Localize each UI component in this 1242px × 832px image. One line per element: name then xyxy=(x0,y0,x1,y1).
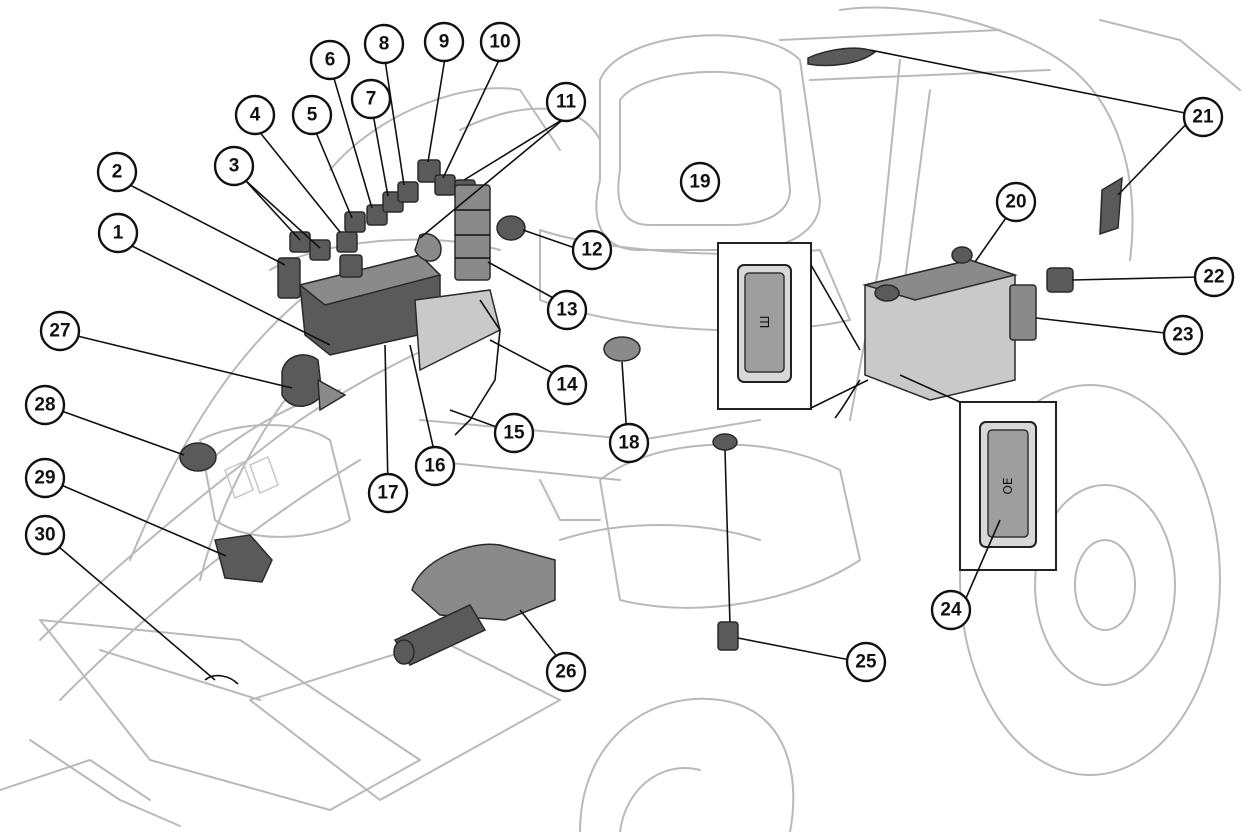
callout-3: 3 xyxy=(213,145,255,187)
callout-2: 2 xyxy=(96,151,138,193)
callout-9: 9 xyxy=(423,21,465,63)
callout-19: 19 xyxy=(679,161,721,203)
svg-text:26: 26 xyxy=(555,662,576,683)
callout-25: 25 xyxy=(845,641,887,683)
svg-text:30: 30 xyxy=(34,525,55,546)
callout-14: 14 xyxy=(546,364,588,406)
connector-22-part xyxy=(1046,267,1074,293)
svg-text:28: 28 xyxy=(34,395,55,416)
svg-text:16: 16 xyxy=(424,456,445,477)
callout-17: 17 xyxy=(367,472,409,514)
svg-text:5: 5 xyxy=(307,105,318,126)
svg-text:7: 7 xyxy=(366,89,377,110)
callout-1: 1 xyxy=(97,212,139,254)
svg-text:29: 29 xyxy=(34,468,55,489)
svg-text:17: 17 xyxy=(377,483,398,504)
svg-text:6: 6 xyxy=(325,50,336,71)
callout-21: 21 xyxy=(1182,96,1224,138)
light-21-side-part xyxy=(1099,176,1123,236)
callout-6: 6 xyxy=(309,39,351,81)
svg-text:19: 19 xyxy=(689,172,710,193)
relay-block-part xyxy=(454,184,491,281)
callout-22: 22 xyxy=(1193,256,1235,298)
callout-30: 30 xyxy=(24,514,66,556)
callout-18: 18 xyxy=(608,422,650,464)
svg-text:4: 4 xyxy=(250,105,261,126)
svg-text:10: 10 xyxy=(489,32,510,53)
callout-23: 23 xyxy=(1162,314,1204,356)
svg-text:18: 18 xyxy=(618,433,639,454)
connector-12-part xyxy=(496,215,526,241)
callout-26: 26 xyxy=(545,651,587,693)
leader-lines xyxy=(44,49,1201,681)
components xyxy=(179,47,1123,685)
switch-24-label: OE xyxy=(1001,477,1015,494)
fuse-holder-part xyxy=(277,257,301,299)
svg-text:3: 3 xyxy=(229,156,240,177)
svg-text:27: 27 xyxy=(49,321,70,342)
svg-text:15: 15 xyxy=(503,423,525,444)
svg-text:22: 22 xyxy=(1203,267,1224,288)
callout-7: 7 xyxy=(350,78,392,120)
light-21-top-part xyxy=(807,47,877,67)
callout-27: 27 xyxy=(39,310,81,352)
svg-text:8: 8 xyxy=(379,34,390,55)
disc-18-part xyxy=(603,336,641,362)
module-bracket-part xyxy=(414,289,501,372)
callout-8: 8 xyxy=(363,23,405,65)
callout-15: 15 xyxy=(493,412,535,454)
callout-11: 11 xyxy=(545,81,587,123)
svg-text:25: 25 xyxy=(855,652,877,673)
knob-28-part xyxy=(179,442,217,472)
callout-29: 29 xyxy=(24,457,66,499)
callout-10: 10 xyxy=(479,21,521,63)
inset-19: Ш xyxy=(717,242,869,410)
svg-text:24: 24 xyxy=(940,600,962,621)
svg-text:12: 12 xyxy=(581,240,602,261)
svg-text:1: 1 xyxy=(113,223,124,244)
svg-text:11: 11 xyxy=(556,92,577,113)
callout-12: 12 xyxy=(571,229,613,271)
key-switch-part xyxy=(281,354,323,407)
inset-24: OE xyxy=(899,374,1057,571)
callout-4: 4 xyxy=(234,94,276,136)
callouts: 1 2 3 4 5 6 7 8 9 10 11 12 13 14 15 16 1… xyxy=(24,21,1235,693)
svg-text:20: 20 xyxy=(1005,192,1026,213)
svg-text:14: 14 xyxy=(556,375,578,396)
callout-20: 20 xyxy=(995,181,1037,223)
callout-5: 5 xyxy=(291,94,333,136)
svg-text:2: 2 xyxy=(112,162,123,183)
switch-29-part xyxy=(214,534,273,583)
callout-24: 24 xyxy=(930,589,972,631)
svg-text:23: 23 xyxy=(1172,325,1193,346)
svg-text:21: 21 xyxy=(1192,107,1214,128)
callout-13: 13 xyxy=(546,289,588,331)
callout-16: 16 xyxy=(414,445,456,487)
sensor-rod-part xyxy=(712,433,738,451)
svg-text:13: 13 xyxy=(556,300,577,321)
plate-23-part xyxy=(1009,284,1037,341)
callout-28: 28 xyxy=(24,384,66,426)
actuator-part xyxy=(411,543,556,621)
switch-19-label: Ш xyxy=(758,316,772,329)
svg-text:9: 9 xyxy=(439,32,450,53)
